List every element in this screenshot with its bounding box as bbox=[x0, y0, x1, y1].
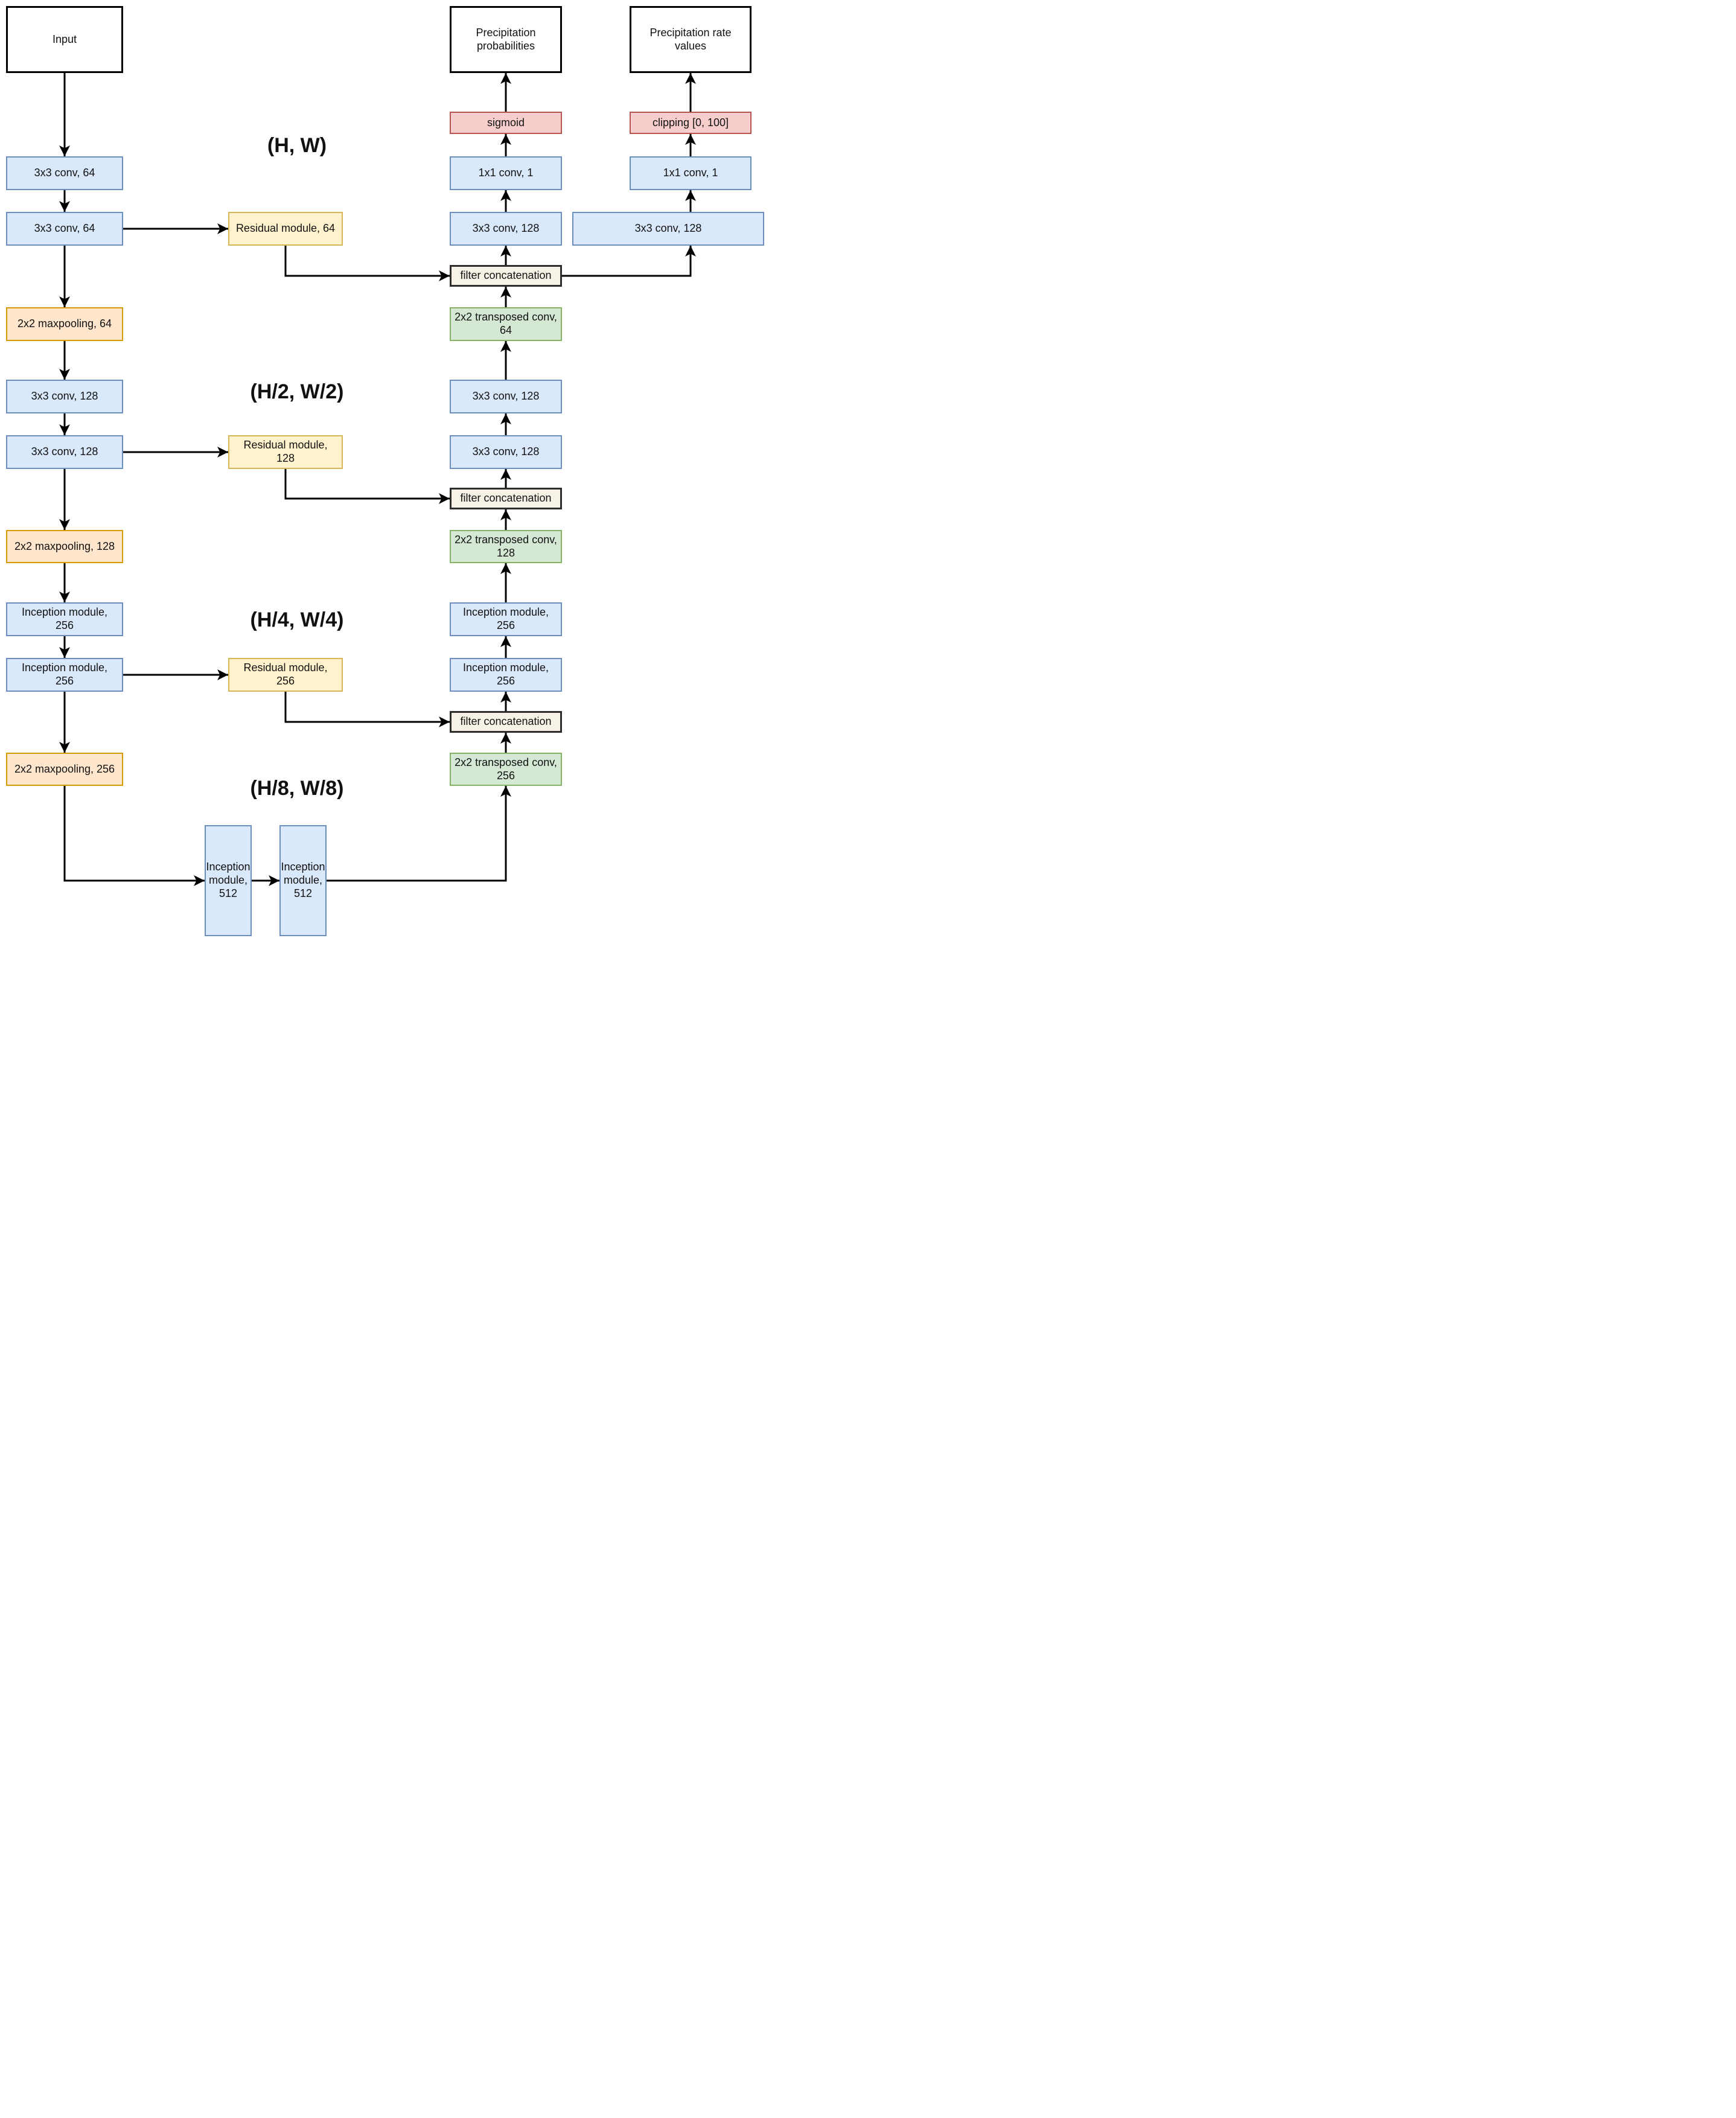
edge-maxpool256-to-inception512a bbox=[63, 786, 205, 886]
node-transposed-conv-64: 2x2 transposed conv, 64 bbox=[450, 307, 562, 341]
node-maxpooling-256: 2x2 maxpooling, 256 bbox=[6, 753, 123, 786]
node-maxpooling-64: 2x2 maxpooling, 64 bbox=[6, 307, 123, 341]
node-residual-module-128: Residual module, 128 bbox=[228, 435, 343, 469]
node-sigmoid: sigmoid bbox=[450, 112, 562, 134]
node-inception256-dec-b: Inception module, 256 bbox=[450, 658, 562, 692]
node-maxpooling-128: 2x2 maxpooling, 128 bbox=[6, 530, 123, 563]
edge-concat-full-to-rate-conv128 bbox=[562, 246, 696, 277]
node-filter-concat-quarter: filter concatenation bbox=[450, 711, 562, 733]
node-input: Input bbox=[6, 6, 123, 73]
node-rate-conv1x1: 1x1 conv, 1 bbox=[630, 156, 752, 190]
edges-layer bbox=[59, 73, 696, 886]
node-inception256-enc-a: Inception module, 256 bbox=[6, 602, 123, 636]
scale-label-h8w8: (H/8, W/8) bbox=[250, 777, 344, 800]
node-prob-conv1x1: 1x1 conv, 1 bbox=[450, 156, 562, 190]
node-dec-conv128-mid: 3x3 conv, 128 bbox=[450, 380, 562, 413]
node-conv128-b: 3x3 conv, 128 bbox=[6, 435, 123, 469]
scale-label-hw: (H, W) bbox=[267, 134, 327, 157]
scale-label-h4w4: (H/4, W/4) bbox=[250, 608, 344, 631]
scale-label-h2w2: (H/2, W/2) bbox=[250, 380, 344, 403]
node-dec-conv128-low: 3x3 conv, 128 bbox=[450, 435, 562, 469]
edge-inception512b-to-tconv256 bbox=[327, 786, 511, 882]
node-clipping: clipping [0, 100] bbox=[630, 112, 752, 134]
node-precipitation-rate-values: Precipitation rate values bbox=[630, 6, 752, 73]
diagram-canvas: Input 3x3 conv, 64 3x3 conv, 64 2x2 maxp… bbox=[0, 0, 773, 943]
node-inception256-dec-a: Inception module, 256 bbox=[450, 602, 562, 636]
edge-residual256-to-concat-quarter bbox=[284, 692, 450, 727]
node-inception-module-512-b: Inception module, 512 bbox=[279, 825, 327, 936]
node-filter-concat-full: filter concatenation bbox=[450, 265, 562, 287]
node-residual-module-256: Residual module, 256 bbox=[228, 658, 343, 692]
node-conv64-b: 3x3 conv, 64 bbox=[6, 212, 123, 246]
node-transposed-conv-256: 2x2 transposed conv, 256 bbox=[450, 753, 562, 786]
node-conv64-a: 3x3 conv, 64 bbox=[6, 156, 123, 190]
node-residual-module-64: Residual module, 64 bbox=[228, 212, 343, 246]
node-rate-conv128: 3x3 conv, 128 bbox=[572, 212, 764, 246]
node-inception-module-512-a: Inception module, 512 bbox=[205, 825, 252, 936]
edge-residual128-to-concat-half bbox=[284, 469, 450, 504]
node-transposed-conv-128: 2x2 transposed conv, 128 bbox=[450, 530, 562, 563]
node-inception256-enc-b: Inception module, 256 bbox=[6, 658, 123, 692]
node-dec-conv128-top: 3x3 conv, 128 bbox=[450, 212, 562, 246]
node-precipitation-probabilities: Precipitation probabilities bbox=[450, 6, 562, 73]
node-filter-concat-half: filter concatenation bbox=[450, 488, 562, 509]
node-conv128-a: 3x3 conv, 128 bbox=[6, 380, 123, 413]
edge-residual64-to-concat-full bbox=[284, 246, 450, 281]
